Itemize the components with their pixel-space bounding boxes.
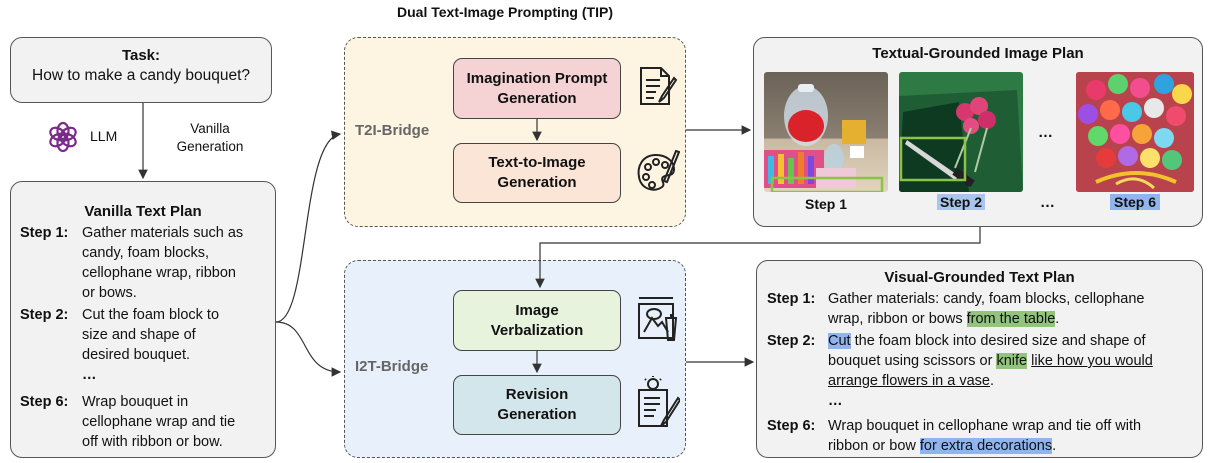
visual-plan-title: Visual-Grounded Text Plan [884, 269, 1075, 286]
document-pen-icon [636, 64, 678, 113]
visual-grounded-plan-box: Visual-Grounded Text Plan Step 1: Gather… [756, 260, 1203, 458]
vanilla-step-2: Step 2: Cut the foam block to size and s… [20, 307, 220, 363]
step-6-caption: Step 6 [1110, 194, 1160, 210]
palette-icon [634, 147, 681, 202]
image-scan-icon [636, 294, 680, 349]
step-1-caption: Step 1 [804, 196, 847, 212]
step-6-image [1076, 72, 1194, 192]
i2t-bridge-label: I2T-Bridge [355, 358, 429, 375]
visual-step-2: Step 2: Cut the foam block into desired … [767, 333, 1153, 389]
vanilla-ellipsis: … [82, 367, 97, 383]
vanilla-step-6: Step 6: Wrap bouquet in cellophane wrap … [20, 394, 236, 450]
image-plan-title: Textual-Grounded Image Plan [872, 45, 1084, 62]
task-question: How to make a candy bouquet? [32, 67, 250, 84]
vanilla-step-1: Step 1: Gather materials such as candy, … [20, 225, 244, 301]
step-2-image [899, 72, 1023, 192]
vanilla-plan-title: Vanilla Text Plan [84, 203, 202, 220]
vanilla-generation-label: Vanilla Generation [176, 121, 244, 154]
image-plan-ellipsis-mid: … [1038, 124, 1053, 141]
visual-step-1: Step 1: Gather materials: candy, foam bl… [767, 291, 1145, 327]
task-label: Task: [121, 47, 161, 64]
task-box: Task: How to make a candy bouquet? [10, 37, 272, 103]
visual-step-6: Step 6: Wrap bouquet in cellophane wrap … [767, 418, 1142, 454]
visual-plan-ellipsis: … [828, 393, 843, 409]
llm-label: LLM [90, 128, 118, 144]
image-plan-ellipsis-bottom: … [1040, 194, 1055, 211]
llm-logo-icon [46, 120, 80, 159]
step-2-caption: Step 2 [937, 194, 985, 210]
diagram-title: Dual Text-Image Prompting (TIP) [397, 4, 613, 20]
step-1-image [764, 72, 888, 192]
t2i-bridge-label: T2I-Bridge [355, 122, 430, 139]
vanilla-text-plan-box: Vanilla Text Plan Step 1: Gather materia… [10, 181, 276, 458]
idea-document-icon [636, 376, 682, 437]
